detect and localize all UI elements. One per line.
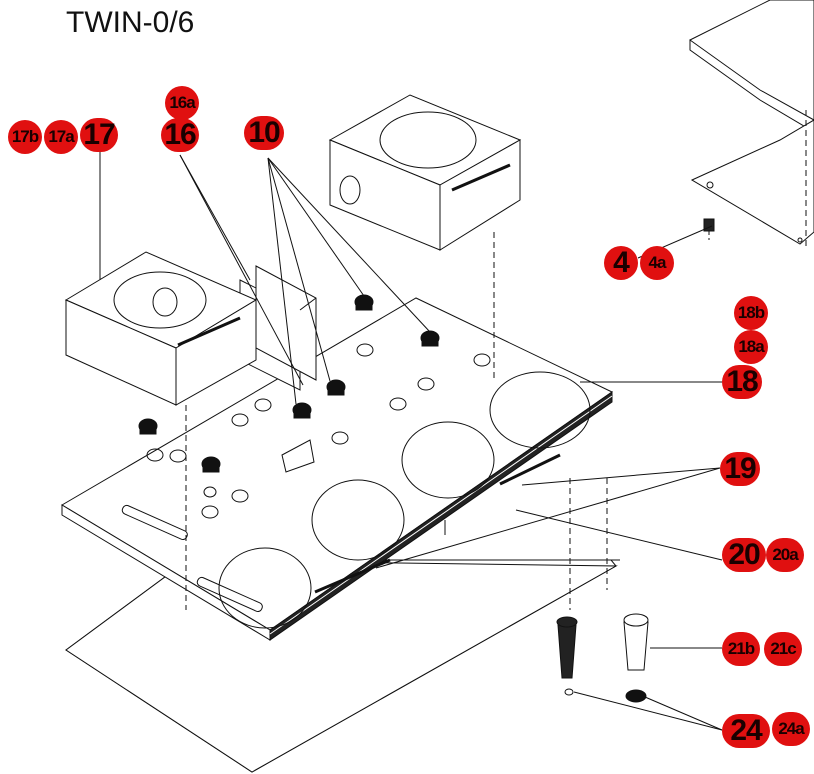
callout-17b: 17b <box>8 120 42 154</box>
callout-18: 18 <box>722 365 762 399</box>
callout-4a: 4a <box>640 246 674 280</box>
callout-4: 4 <box>604 246 638 280</box>
left-burner-box <box>64 251 258 406</box>
callout-16: 16 <box>161 118 199 152</box>
callout-20a: 20a <box>766 538 804 572</box>
right-burner-box <box>328 94 522 251</box>
callout-21b: 21b <box>722 632 760 666</box>
callout-18a: 18a <box>734 330 768 364</box>
callout-18b: 18b <box>734 296 768 330</box>
callout-17a: 17a <box>44 120 78 154</box>
diagram-title: TWIN-0/6 <box>66 6 195 39</box>
callout-19: 19 <box>720 452 760 486</box>
callout-16a: 16a <box>165 86 199 120</box>
callout-24: 24 <box>722 714 770 748</box>
callout-20: 20 <box>722 538 766 572</box>
top-right-panel <box>689 0 814 245</box>
callout-10: 10 <box>244 116 284 150</box>
callout-24a: 24a <box>772 712 810 746</box>
callout-21c: 21c <box>764 632 802 666</box>
callout-17: 17 <box>80 118 118 152</box>
